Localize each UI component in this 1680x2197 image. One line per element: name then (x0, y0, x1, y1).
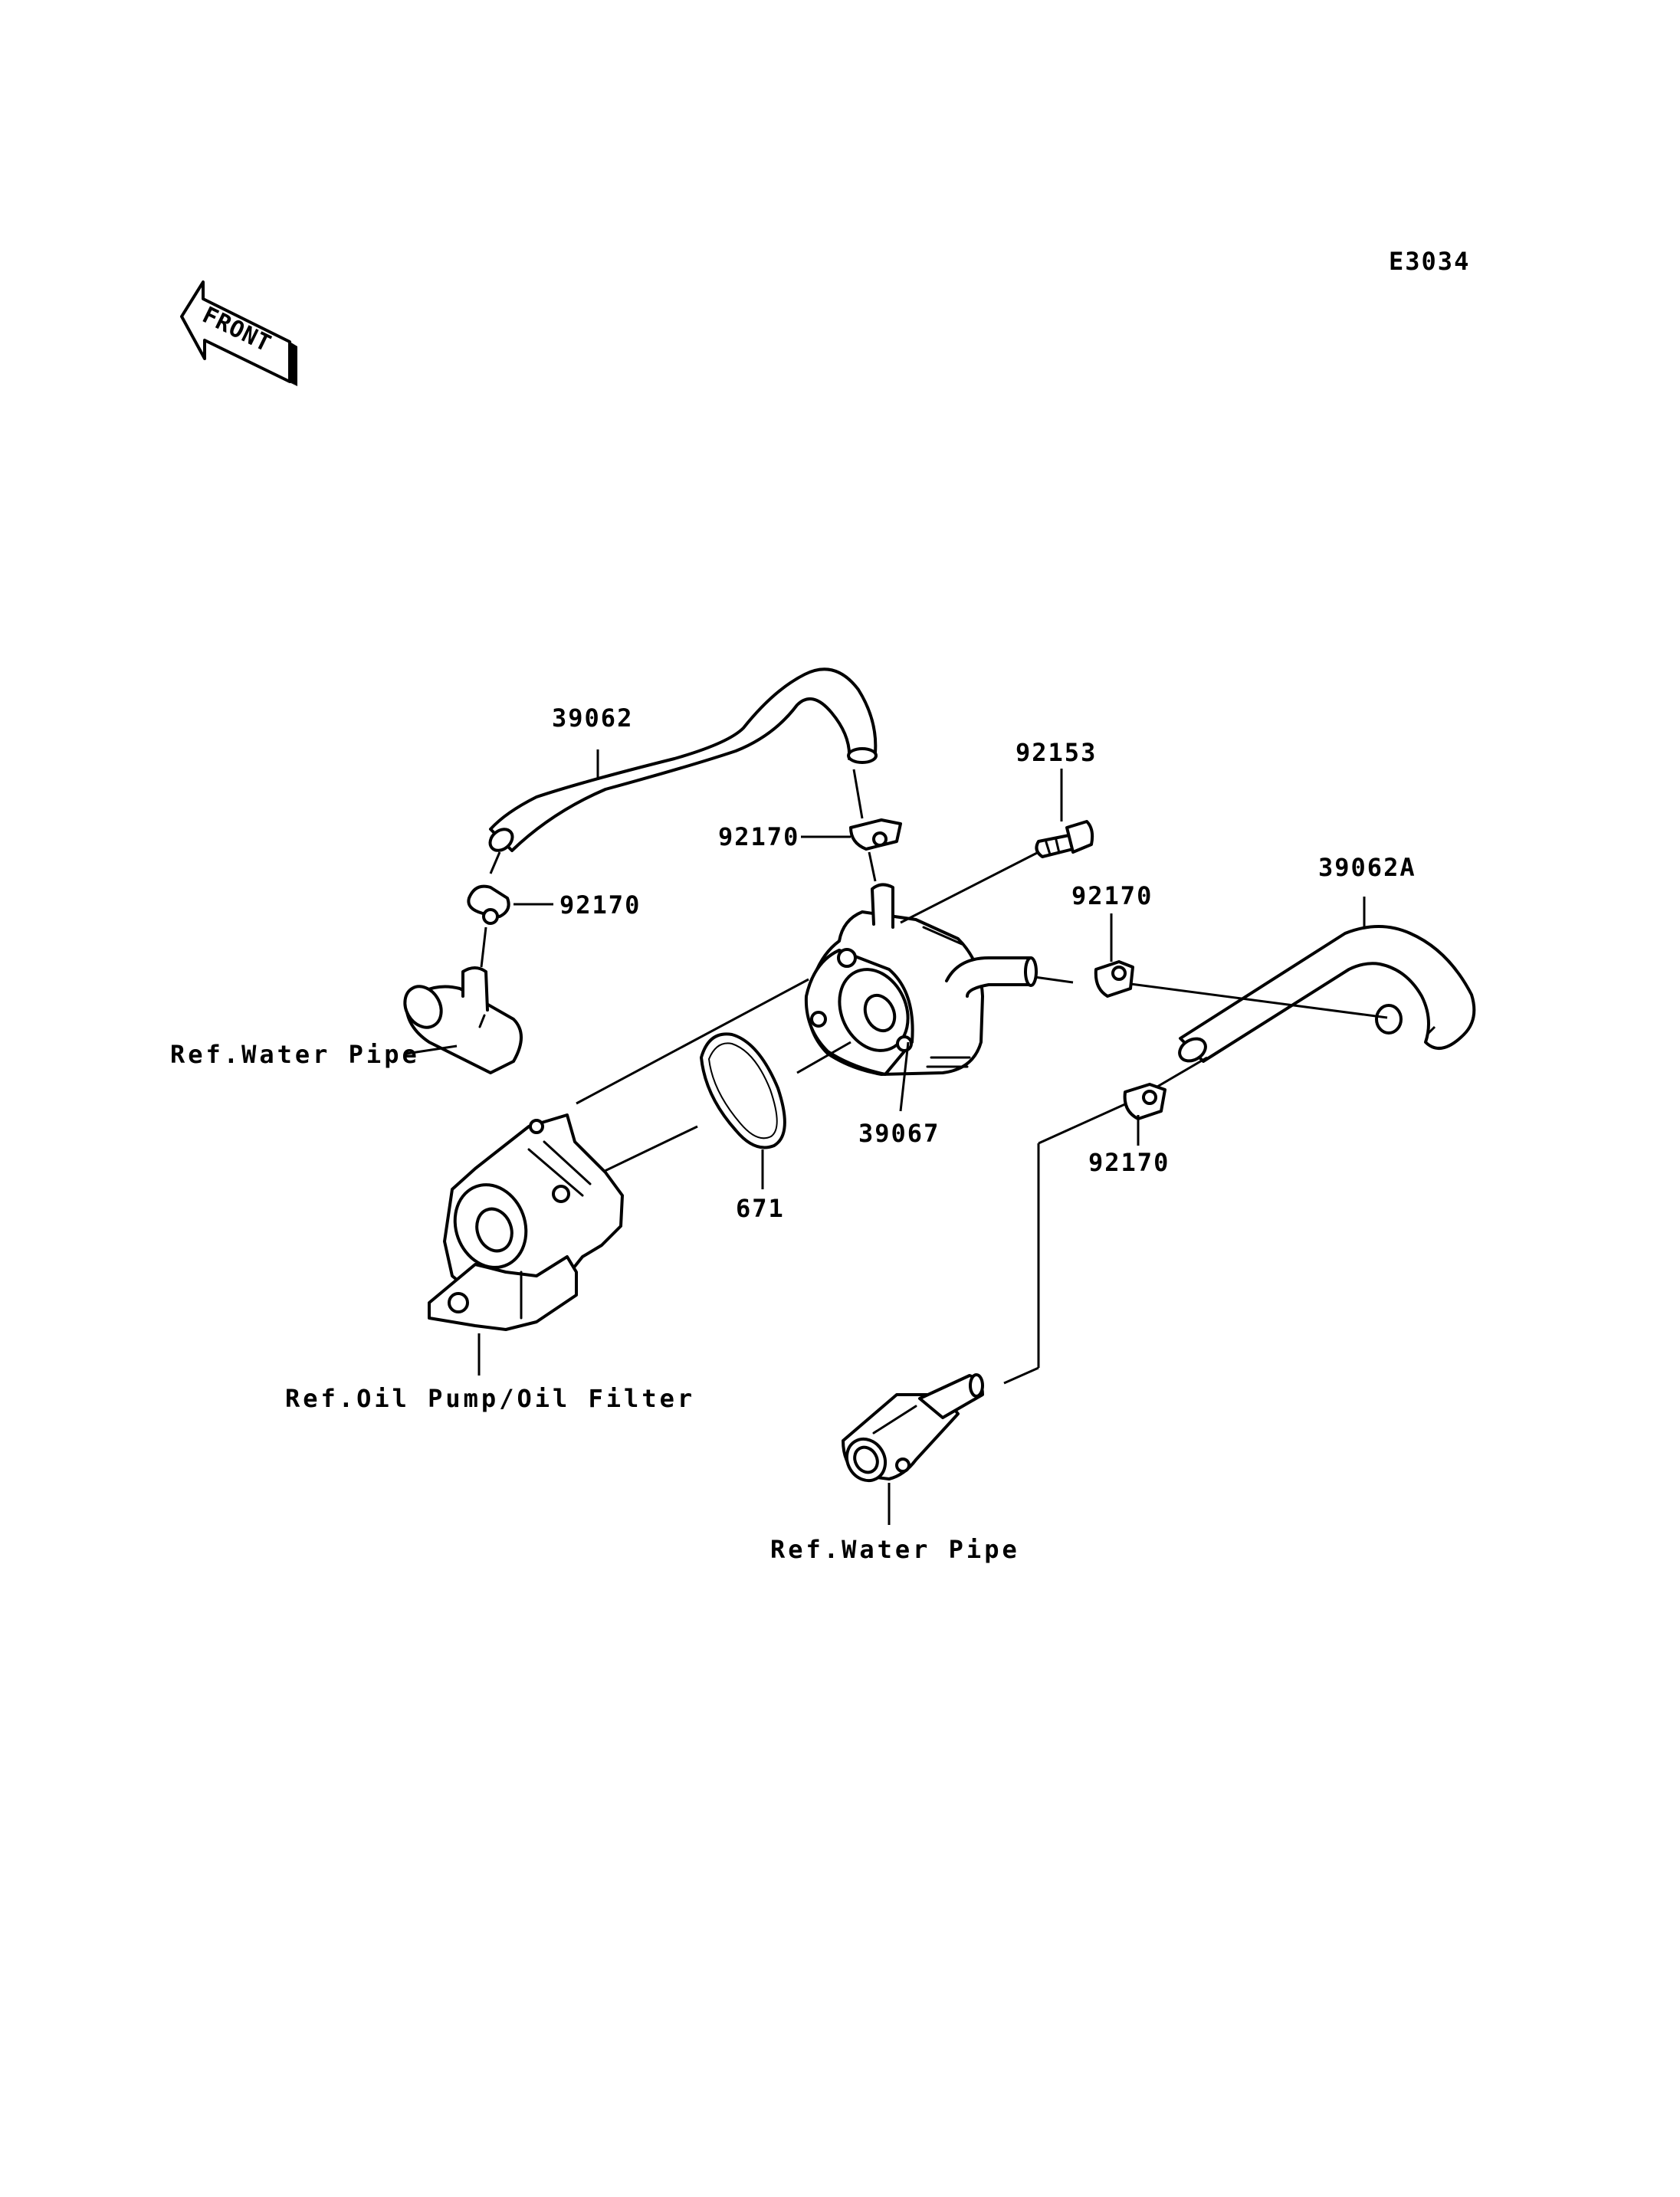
label-clamp-upper-mid: 92170 (718, 822, 799, 851)
oil-pump-housing (428, 1113, 624, 1331)
bolt-92153 (1035, 820, 1094, 858)
label-ref-water-pipe-upper: Ref.Water Pipe (170, 1040, 420, 1069)
label-clamp-right-upper: 92170 (1071, 881, 1153, 910)
front-arrow-icon: FRONT (180, 280, 297, 386)
label-oil-cooler-39067: 39067 (858, 1119, 940, 1148)
o-ring-671 (700, 1032, 786, 1149)
label-hose-39062: 39062 (552, 703, 633, 733)
oil-cooler-39067 (804, 883, 1038, 1076)
label-clamp-upper-left: 92170 (559, 890, 641, 920)
clamp-upper-mid (849, 818, 902, 851)
label-clamp-right-lower: 92170 (1088, 1148, 1170, 1177)
label-hose-39062a: 39062A (1318, 853, 1416, 882)
water-pipe-tee-upper (403, 966, 523, 1074)
hose-39062 (488, 667, 878, 852)
diagram-code: E3034 (1389, 247, 1470, 276)
clamp-upper-left (467, 884, 510, 925)
water-pipe-fitting-lower (842, 1373, 984, 1483)
clamp-right-lower (1123, 1083, 1166, 1120)
label-ref-water-pipe-lower: Ref.Water Pipe (770, 1535, 1020, 1564)
label-bolt-92153: 92153 (1016, 738, 1097, 767)
clamp-right-upper (1094, 960, 1134, 998)
hose-39062a (1178, 925, 1476, 1063)
label-o-ring-671: 671 (736, 1194, 785, 1223)
label-ref-oil-pump: Ref.Oil Pump/Oil Filter (285, 1384, 695, 1413)
